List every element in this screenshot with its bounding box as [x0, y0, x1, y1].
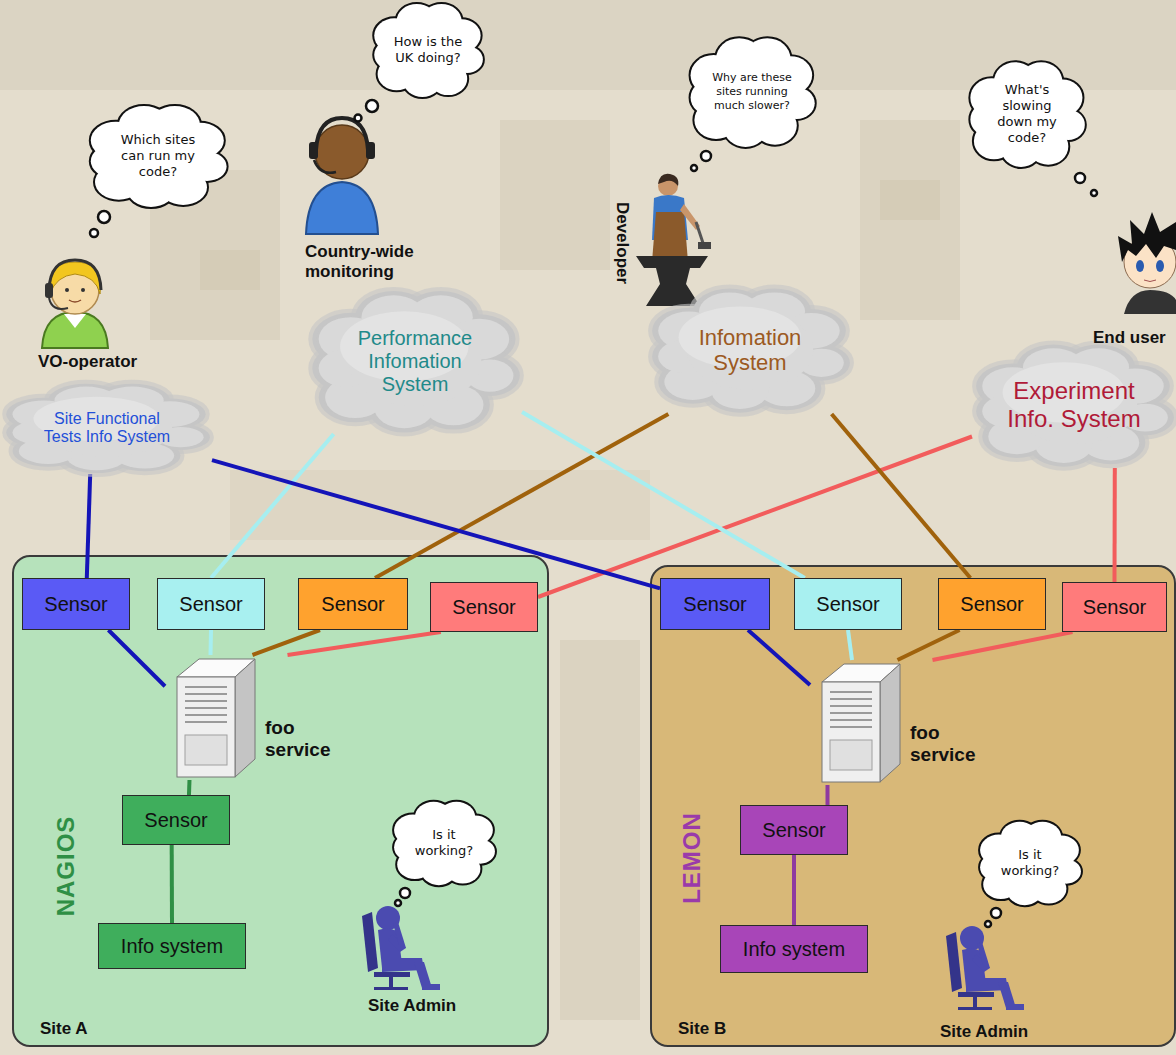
box-label: Sensor [762, 819, 825, 842]
service-label: foo service [265, 717, 331, 761]
info-system-cloud: Infomation System [648, 286, 852, 414]
thought-bubble: Why are these sites running much slower? [688, 36, 816, 148]
sensor-box: Sensor [740, 805, 848, 855]
connector-line [792, 855, 796, 925]
connector-line [108, 630, 165, 686]
connector-line [288, 632, 441, 655]
connector-line [748, 630, 810, 685]
developer-figure [636, 174, 711, 306]
thought-bubble: Which sites can run my code? [88, 104, 228, 208]
thought-bubble: What's slowing down my code? [968, 60, 1086, 168]
connector-line [87, 474, 90, 578]
connector-line [933, 632, 1073, 660]
info-system-box: Info system [98, 923, 246, 969]
role-label-holder: VO-operator [38, 352, 137, 372]
sensor-box: Sensor [22, 578, 130, 630]
tool-label-holder: NAGIOS [51, 801, 81, 931]
thought-text: Is it working? [408, 827, 480, 860]
sensor-box: Sensor [1062, 582, 1167, 632]
connector-line [187, 780, 192, 795]
vo-operator-figure [42, 260, 108, 348]
box-label: Info system [743, 938, 845, 961]
thought-text: What's slowing down my code? [986, 82, 1068, 147]
end-user-figure [1118, 212, 1176, 314]
connector-line [848, 630, 852, 660]
box-label: Info system [121, 935, 223, 958]
role-label-holder: Country-wide monitoring [305, 242, 475, 282]
thought-text: Is it working? [994, 847, 1066, 880]
country-monitor-figure [306, 118, 378, 234]
site-region: Site ASensorSensorSensorSensorfoo servic… [12, 555, 549, 1047]
tool-label: LEMON [678, 812, 706, 904]
role-label: Site Admin [940, 1022, 1028, 1042]
service-label: foo service [910, 722, 976, 766]
connector-line [209, 630, 214, 655]
box-label: Sensor [960, 593, 1023, 616]
site-name: Site A [40, 1019, 88, 1039]
thought-bubble: Is it working? [978, 820, 1082, 906]
cloud-title: Infomation System [683, 325, 818, 376]
connector-line [522, 412, 805, 578]
cloud-title: Site Functional Tests Info System [36, 410, 178, 447]
tool-label: NAGIOS [52, 816, 80, 917]
info-system-cloud: Site Functional Tests Info System [2, 382, 212, 474]
connector-line [832, 414, 971, 578]
role-label-holder: Site Admin [940, 1022, 1028, 1042]
tool-label-holder: LEMON [677, 798, 707, 918]
role-label-holder: End user [1093, 328, 1166, 348]
connector-line [1113, 468, 1117, 582]
bubble-trail [90, 100, 1097, 927]
role-label: Site Admin [368, 996, 456, 1016]
sensor-box: Sensor [157, 578, 265, 630]
box-label: Sensor [179, 593, 242, 616]
sensor-box: Sensor [122, 795, 230, 845]
role-label-holder: Developer [610, 183, 634, 303]
connector-line [825, 785, 829, 805]
info-system-box: Info system [720, 925, 868, 973]
box-label: Sensor [452, 596, 515, 619]
connector-line [898, 630, 960, 660]
server-icon [165, 655, 257, 780]
site-admin-figure [946, 926, 1024, 1010]
role-label: VO-operator [38, 352, 137, 372]
site-region: Site BSensorSensorSensorSensorfoo servic… [650, 565, 1176, 1047]
sensor-box: Sensor [794, 578, 902, 630]
site-name: Site B [678, 1019, 726, 1039]
box-label: Sensor [321, 593, 384, 616]
sensor-box: Sensor [430, 582, 538, 632]
role-label: Country-wide monitoring [305, 242, 475, 282]
cloud-title: Performance Infomation System [340, 327, 490, 396]
thought-bubble: How is the UK doing? [372, 2, 484, 98]
thought-bubble: Is it working? [392, 800, 496, 886]
info-system-cloud: Performance Infomation System [308, 288, 522, 434]
connector-line [538, 437, 972, 598]
server-icon [810, 660, 902, 785]
service-server: foo service [165, 655, 340, 780]
connector-line [253, 630, 321, 655]
site-admin-figure [362, 906, 440, 990]
box-label: Sensor [816, 593, 879, 616]
thought-text: Why are these sites running much slower? [708, 71, 796, 112]
sensor-box: Sensor [660, 578, 770, 630]
box-label: Sensor [144, 809, 207, 832]
connector-line [212, 460, 660, 588]
box-label: Sensor [44, 593, 107, 616]
sensor-box: Sensor [938, 578, 1046, 630]
info-system-cloud: Experiment Info. System [972, 342, 1176, 468]
role-label: Developer [612, 202, 632, 284]
connector-line [375, 414, 668, 578]
sensor-box: Sensor [298, 578, 408, 630]
service-server: foo service [810, 660, 985, 785]
role-label: End user [1093, 328, 1166, 348]
box-label: Sensor [1083, 596, 1146, 619]
connector-line [170, 845, 174, 923]
thought-text: How is the UK doing? [388, 34, 468, 67]
thought-text: Which sites can run my code? [109, 132, 207, 181]
box-label: Sensor [683, 593, 746, 616]
cloud-title: Experiment Info. System [998, 377, 1150, 432]
role-label-holder: Site Admin [368, 996, 456, 1016]
connector-line [211, 434, 334, 578]
